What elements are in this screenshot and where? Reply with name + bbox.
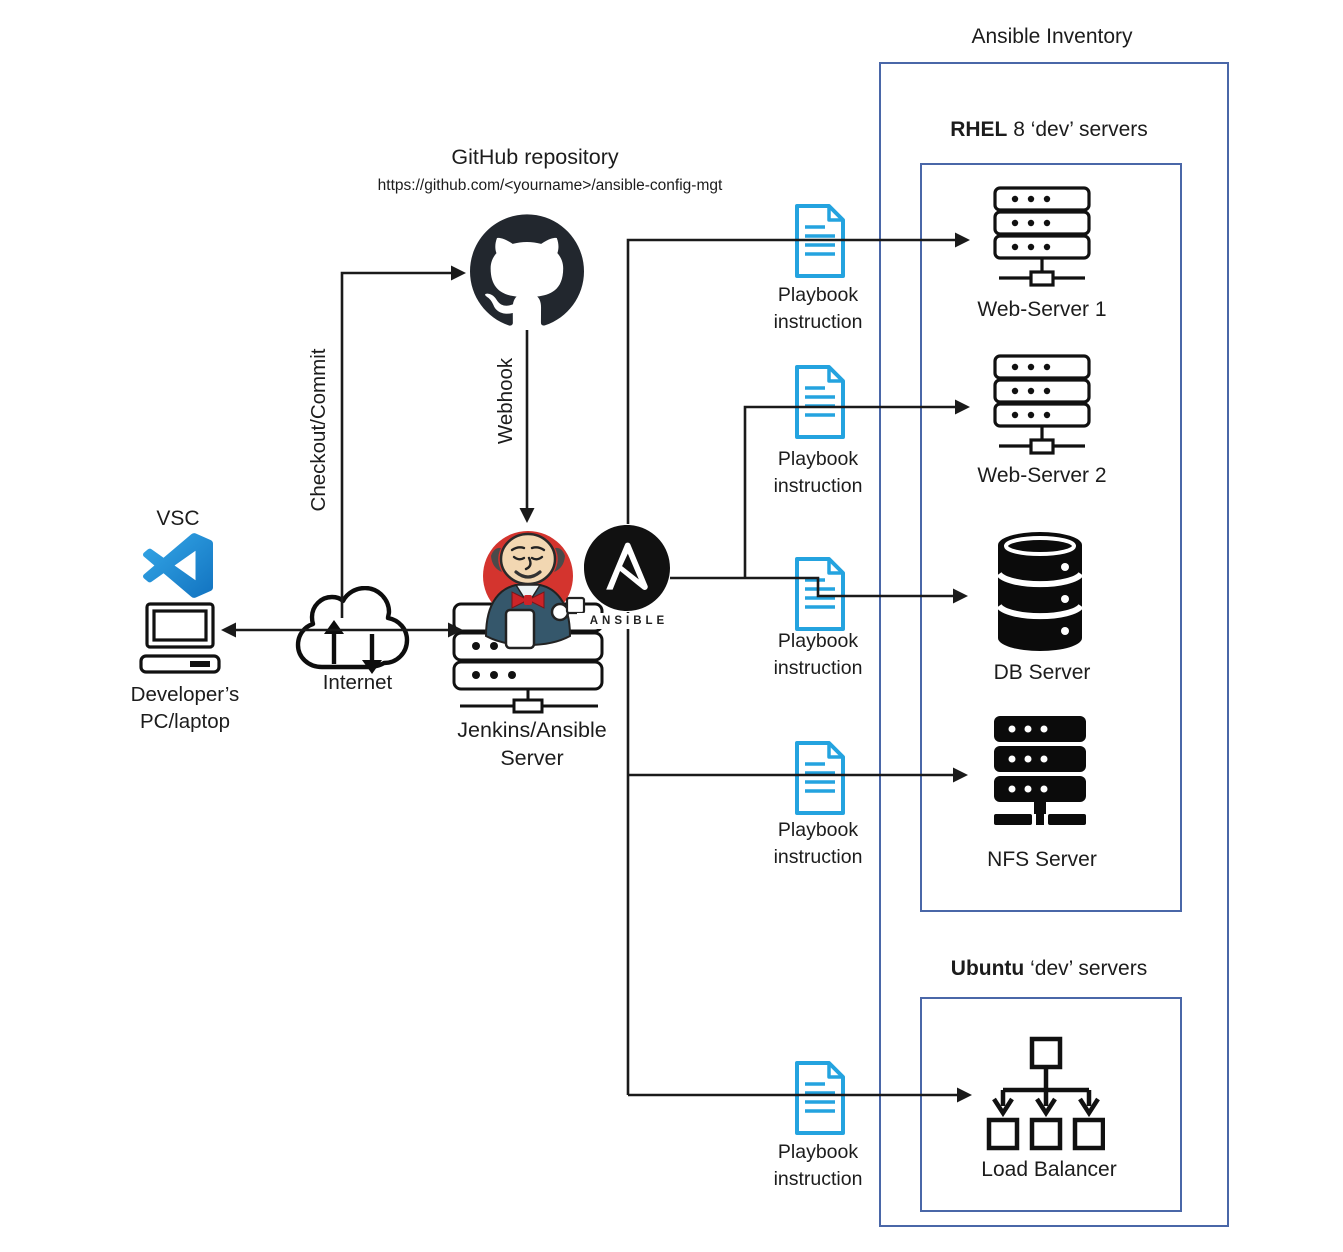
- vscode-icon: [143, 533, 213, 598]
- playbook-label-3: Playbook instruction: [740, 628, 896, 681]
- load-balancer-label: Load Balancer: [981, 1158, 1117, 1181]
- db-server-icon: [996, 532, 1084, 651]
- jenkins-server-icon: [452, 531, 604, 714]
- github-title: GitHub repository: [451, 145, 619, 169]
- ansible-wordmark: ANSIBLE: [577, 613, 681, 630]
- developer-pc-label-line2: PC/laptop: [139, 710, 231, 733]
- playbook-label-2: Playbook instruction: [740, 446, 896, 499]
- jenkins-server-label: Jenkins/Ansible Server: [432, 716, 632, 772]
- playbook-doc-icon-2: [795, 365, 845, 439]
- playbook-doc-icon-4: [795, 741, 845, 815]
- playbook-label-2-line2: instruction: [773, 474, 863, 497]
- ansible-inventory-box: [879, 62, 1229, 1227]
- upload-arrow-icon: [324, 620, 344, 664]
- internet-cloud-icon: [295, 586, 410, 674]
- internet-label: Internet: [322, 671, 393, 694]
- line-checkout-commit: [340, 271, 452, 618]
- playbook-doc-icon-3: [795, 557, 845, 631]
- nfs-server-label: NFS Server: [987, 848, 1097, 871]
- playbook-label-5: Playbook instruction: [740, 1139, 896, 1192]
- ubuntu-os-name: Ubuntu: [950, 957, 1025, 980]
- developer-pc-icon: [139, 602, 221, 674]
- rhel-os-name: RHEL: [950, 118, 1008, 141]
- playbook-label-4: Playbook instruction: [740, 817, 896, 870]
- web-server-2-label: Web-Server 2: [977, 464, 1107, 487]
- db-server-label: DB Server: [993, 661, 1091, 684]
- bow-tie: [511, 591, 545, 609]
- rhel-group-suffix: 8 ‘dev’ servers: [1007, 118, 1148, 141]
- playbook-doc-icon-1: [795, 204, 845, 278]
- checkout-commit-label: Checkout/Commit: [307, 348, 331, 512]
- inventory-title: Ansible Inventory: [971, 25, 1133, 48]
- web-server-1-label: Web-Server 1: [977, 298, 1107, 321]
- github-icon: [470, 214, 584, 326]
- arrowhead-to-github: [451, 265, 466, 281]
- web-server-2-icon: [993, 354, 1091, 455]
- playbook-label-1-line1: Playbook: [777, 284, 859, 306]
- playbook-label-1-line2: instruction: [773, 310, 863, 333]
- web-server-1-icon: [993, 186, 1091, 287]
- playbook-doc-icon-5: [795, 1061, 845, 1135]
- playbook-label-1: Playbook instruction: [740, 282, 896, 335]
- webhook-label: Webhook: [494, 357, 518, 445]
- arrowhead-to-pc: [221, 622, 236, 638]
- nfs-server-icon: [994, 716, 1086, 825]
- developer-pc-label-line1: Developer’s: [130, 683, 240, 706]
- vsc-label: VSC: [156, 507, 200, 530]
- ubuntu-group-label: Ubuntu ‘dev’ servers: [920, 956, 1178, 982]
- rhel-group-label: RHEL 8 ‘dev’ servers: [920, 117, 1178, 143]
- jenkins-server-label-line1: Jenkins/Ansible: [457, 718, 607, 742]
- ubuntu-group-box: [920, 997, 1182, 1212]
- playbook-label-4-line2: instruction: [773, 845, 863, 868]
- ansible-icon: [584, 525, 670, 611]
- jenkins-server-label-line2: Server: [500, 746, 564, 770]
- load-balancer-icon: [986, 1036, 1105, 1151]
- playbook-label-3-line1: Playbook: [777, 630, 859, 652]
- playbook-label-2-line1: Playbook: [777, 448, 859, 470]
- playbook-label-5-line2: instruction: [773, 1167, 863, 1190]
- ubuntu-group-suffix: ‘dev’ servers: [1024, 957, 1148, 980]
- playbook-label-5-line1: Playbook: [777, 1141, 859, 1163]
- playbook-label-4-line1: Playbook: [777, 819, 859, 841]
- download-arrow-icon: [362, 634, 382, 674]
- github-url: https://github.com/<yourname>/ansible-co…: [377, 177, 723, 194]
- playbook-label-3-line2: instruction: [773, 656, 863, 679]
- developer-pc-label: Developer’s PC/laptop: [105, 681, 265, 735]
